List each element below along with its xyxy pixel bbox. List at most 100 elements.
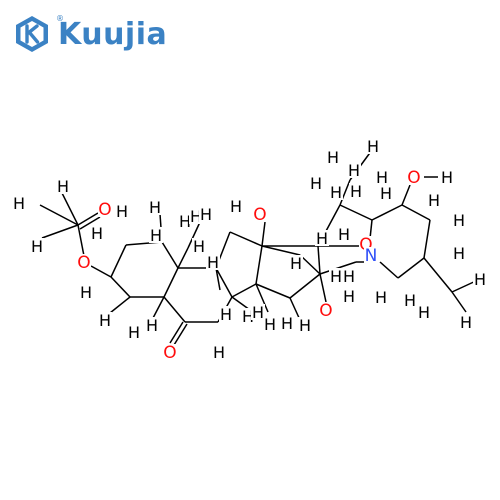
atom-label-h: H bbox=[91, 224, 103, 243]
bond-line bbox=[169, 321, 184, 344]
atom-label-h: H bbox=[281, 314, 293, 333]
atom-label-h: H bbox=[376, 168, 388, 187]
atom-label-o: O bbox=[319, 301, 332, 321]
atom-label-h: H bbox=[57, 177, 69, 196]
atom-label-h: H bbox=[213, 343, 225, 362]
atom-label-n: N bbox=[365, 246, 378, 266]
atom-label-background bbox=[90, 225, 104, 241]
atom-label-h: H bbox=[31, 237, 43, 256]
bond-line bbox=[39, 204, 79, 226]
atom-label-o: O bbox=[163, 343, 176, 363]
atom-label-h: H bbox=[343, 267, 355, 286]
brand-logo: ® Kuujia bbox=[12, 12, 167, 56]
atom-label-background bbox=[115, 203, 129, 219]
bond-line bbox=[401, 184, 411, 206]
atom-label-h: H bbox=[380, 184, 392, 203]
bond-line bbox=[401, 204, 431, 221]
atom-label-h: H bbox=[99, 311, 111, 330]
atom-label-h: H bbox=[474, 270, 486, 289]
bond-line bbox=[231, 296, 251, 311]
atom-label-background bbox=[127, 324, 141, 340]
bond-line bbox=[90, 265, 112, 278]
atom-label-background bbox=[349, 183, 363, 199]
atom-label-background bbox=[342, 268, 356, 284]
bond-line bbox=[163, 267, 179, 298]
bond-line bbox=[110, 244, 127, 278]
bond-line bbox=[187, 221, 201, 249]
atom-label-background bbox=[263, 316, 277, 332]
bond-line bbox=[397, 257, 425, 279]
atom-label-background bbox=[452, 245, 466, 261]
atom-label-h: H bbox=[252, 303, 264, 322]
atom-label-background bbox=[427, 192, 441, 208]
atom-label-h: H bbox=[367, 137, 379, 156]
kuujia-logo-icon bbox=[16, 16, 48, 52]
bond-line bbox=[317, 245, 321, 275]
bond-line bbox=[289, 273, 321, 299]
atom-label-background bbox=[329, 268, 343, 284]
bond-line bbox=[261, 221, 266, 247]
atom-label-o: O bbox=[253, 205, 266, 225]
atom-label-h: H bbox=[330, 183, 342, 202]
atom-label-background bbox=[77, 254, 91, 270]
bond-line bbox=[215, 267, 221, 291]
bond-line bbox=[299, 254, 321, 275]
atom-label-h: H bbox=[264, 315, 276, 334]
bond-line bbox=[371, 204, 403, 221]
bond-line bbox=[319, 273, 327, 303]
atom-label-h: H bbox=[327, 148, 339, 167]
atom-label-background bbox=[253, 206, 267, 222]
atom-label-background bbox=[440, 169, 454, 185]
atom-label-h: H bbox=[460, 313, 472, 332]
atom-label-background bbox=[452, 212, 466, 228]
bond-line bbox=[79, 216, 101, 230]
atom-label-h: H bbox=[179, 212, 191, 231]
atom-label-background bbox=[417, 304, 431, 320]
atom-label-h: H bbox=[404, 291, 416, 310]
atom-label-background bbox=[219, 306, 233, 322]
atom-label-h: H bbox=[428, 191, 440, 210]
atom-label-o: O bbox=[77, 253, 90, 273]
atom-label-background bbox=[407, 169, 421, 185]
atom-label-h: H bbox=[453, 244, 465, 263]
atom-label-background bbox=[329, 184, 343, 200]
atom-label-background bbox=[199, 206, 213, 222]
atom-label-h: H bbox=[316, 229, 328, 248]
atom-label-background bbox=[12, 195, 26, 211]
atom-label-background bbox=[289, 255, 303, 271]
atom-label-h: H bbox=[348, 161, 360, 180]
atom-label-background bbox=[403, 292, 417, 308]
bond-line bbox=[451, 291, 467, 313]
atom-label-h: H bbox=[146, 316, 158, 335]
bond-line bbox=[173, 323, 188, 346]
atom-label-background bbox=[98, 312, 112, 328]
bond-line bbox=[229, 231, 263, 247]
atom-label-background bbox=[79, 284, 93, 300]
atom-label-background bbox=[178, 213, 192, 229]
atom-label-background bbox=[366, 138, 380, 154]
atom-label-background bbox=[319, 302, 333, 318]
bond-line bbox=[109, 296, 131, 314]
bond-line bbox=[289, 297, 301, 321]
atom-label-background bbox=[375, 169, 389, 185]
atom-label-background bbox=[251, 304, 265, 320]
atom-label-h: H bbox=[150, 226, 162, 245]
bond-line bbox=[110, 276, 131, 298]
atom-label-background bbox=[145, 317, 159, 333]
atom-label-background bbox=[192, 238, 206, 254]
bond-line bbox=[255, 245, 263, 285]
atom-label-h: H bbox=[200, 205, 212, 224]
atom-label-h: H bbox=[207, 253, 219, 272]
atom-label-background bbox=[459, 314, 473, 330]
atom-label-background bbox=[473, 271, 487, 287]
bond-line bbox=[261, 245, 301, 256]
atom-label-h: H bbox=[343, 287, 355, 306]
atom-label-background bbox=[30, 238, 44, 254]
atom-label-background bbox=[374, 289, 388, 305]
atom-label-h: H bbox=[193, 237, 205, 256]
atom-label-h: H bbox=[338, 225, 350, 244]
atom-label-h: H bbox=[116, 202, 128, 221]
bond-line bbox=[177, 247, 189, 269]
bond-line bbox=[161, 241, 179, 269]
